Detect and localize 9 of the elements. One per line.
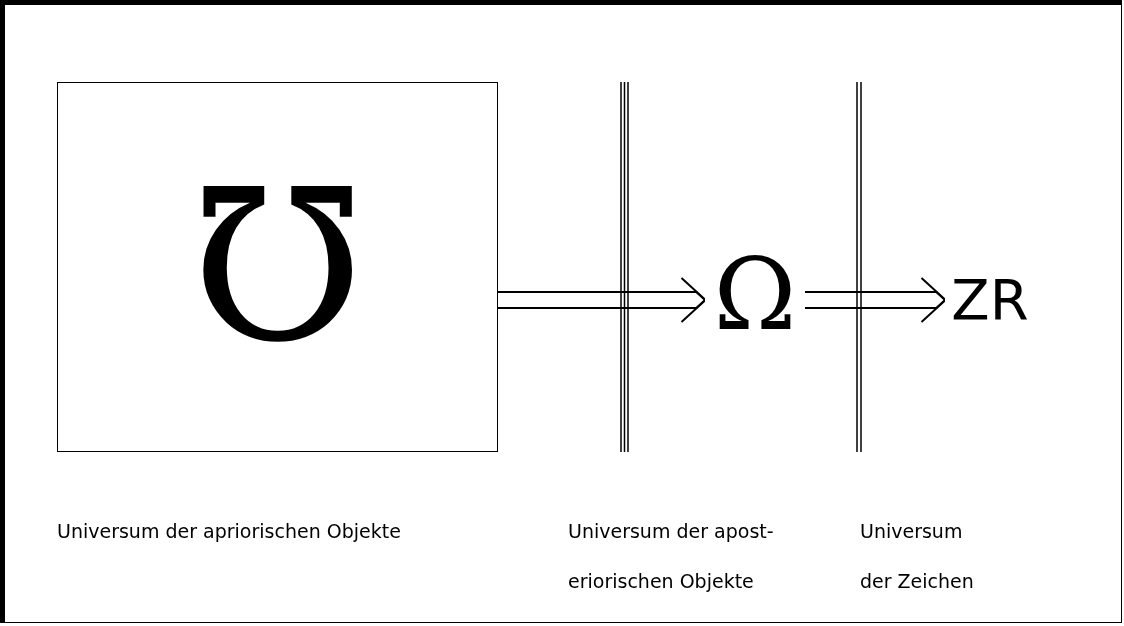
symbol-box bbox=[57, 82, 498, 452]
double-arrow bbox=[804, 277, 947, 323]
universe-symbol: ZR bbox=[951, 271, 1029, 328]
universe-caption: Universum der Zeichen bbox=[860, 519, 975, 594]
universe-caption: Universum der apost- eriorischen Objekte bbox=[568, 519, 775, 594]
double-arrow bbox=[497, 277, 707, 323]
universe-symbol: ℧ bbox=[190, 162, 365, 372]
universe-caption: Universum der apriorischen Objekte bbox=[57, 519, 402, 544]
universe-symbol: Ω bbox=[713, 245, 797, 345]
